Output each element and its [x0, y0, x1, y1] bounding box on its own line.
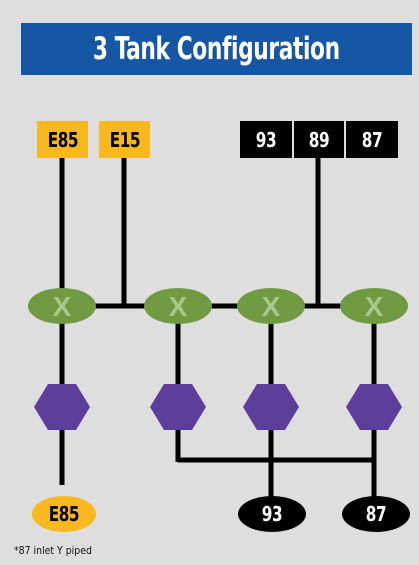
valves: X X X X: [28, 288, 408, 324]
tank-e85: E85: [37, 121, 88, 158]
hexagon-3-icon: [243, 384, 299, 430]
tank-e85-label: E85: [47, 127, 78, 152]
output-87: 87: [342, 500, 410, 528]
valve-2: X: [144, 288, 212, 324]
tank-89-label: 89: [308, 127, 330, 152]
output-e85-oval: [32, 496, 96, 532]
valve-4: X: [340, 288, 408, 324]
output-93-oval: [238, 496, 306, 532]
output-93-label: 93: [261, 502, 283, 526]
hexagon-2-icon: [150, 384, 206, 430]
valve-3: X: [237, 288, 305, 324]
tank-e15: E15: [99, 121, 150, 158]
diagram-title: 3 Tank Configuration: [93, 31, 340, 67]
valve-x-icon: X: [262, 291, 281, 322]
tank-87-label: 87: [361, 127, 383, 152]
valve-x-icon: X: [365, 291, 384, 322]
valve-1: X: [28, 288, 96, 324]
output-93: 93: [238, 500, 306, 528]
title-bar: 3 Tank Configuration: [21, 23, 412, 75]
hexagons: [34, 384, 402, 430]
hexagon-1-icon: [34, 384, 90, 430]
footnote: *87 inlet Y piped: [14, 544, 92, 557]
valve-x-icon: X: [53, 291, 72, 322]
pipes: [59, 158, 377, 500]
valve-x-icon: X: [169, 291, 188, 322]
tank-89: 89: [294, 121, 344, 158]
output-e85: E85: [32, 500, 96, 528]
output-87-oval: [342, 496, 410, 532]
output-87-label: 87: [365, 502, 387, 526]
tank-e15-label: E15: [109, 127, 140, 152]
output-e85-label: E85: [48, 502, 80, 526]
tank-93-label: 93: [255, 127, 277, 152]
tank-93: 93: [240, 121, 292, 158]
hexagon-4-icon: [346, 384, 402, 430]
tank-87: 87: [346, 121, 398, 158]
